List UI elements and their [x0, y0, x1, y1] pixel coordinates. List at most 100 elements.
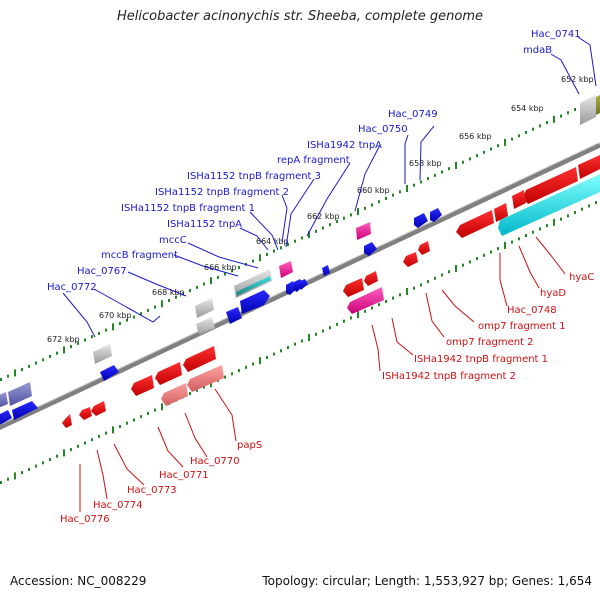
minor-tick	[350, 213, 352, 217]
gene-label: Hac_0770	[190, 456, 240, 467]
minor-tick	[546, 224, 548, 228]
minor-tick	[413, 286, 415, 290]
major-tick	[14, 472, 16, 480]
minor-tick	[532, 230, 534, 234]
minor-tick	[336, 322, 338, 326]
gene-arrow	[0, 392, 8, 408]
gene-arrow	[403, 252, 418, 267]
major-tick	[504, 241, 506, 249]
gene-label: Hac_0772	[47, 282, 97, 293]
minor-tick	[49, 458, 51, 461]
major-tick	[504, 138, 506, 146]
minor-tick	[7, 374, 9, 378]
minor-tick	[266, 355, 268, 359]
minor-tick	[511, 240, 513, 244]
minor-tick	[392, 296, 394, 300]
minor-tick	[315, 229, 317, 233]
gene-label: ISHa1152 tnpB fragment 2	[155, 187, 289, 198]
minor-tick	[329, 326, 331, 330]
gene-arrow	[498, 174, 600, 236]
gene-arrow	[418, 241, 430, 255]
minor-tick	[420, 283, 422, 287]
minor-tick	[574, 211, 576, 214]
forward-features	[0, 95, 600, 425]
minor-tick	[126, 318, 128, 322]
gene-arrow	[79, 407, 92, 420]
minor-tick	[385, 299, 387, 303]
minor-tick	[119, 322, 121, 325]
gene-arrow	[356, 222, 371, 240]
minor-tick	[70, 345, 72, 349]
forward-labels: Hac_0741 mdaB Hac_0749 Hac_0750 ISHa1942…	[47, 29, 581, 293]
forward-tick-track	[0, 98, 597, 381]
gene-label: ISHa1942 tnpB fragment 1	[414, 354, 548, 365]
minor-tick	[301, 236, 303, 240]
minor-tick	[294, 342, 296, 346]
gene-arrow	[300, 279, 308, 290]
minor-tick	[560, 114, 562, 118]
gene-arrow	[100, 365, 119, 381]
major-tick	[308, 334, 310, 342]
minor-tick	[420, 180, 422, 184]
gene-arrow	[364, 242, 377, 256]
accession-text: Accession: NC_008229	[10, 574, 147, 588]
minor-tick	[476, 154, 478, 158]
gene-label: hyaC	[569, 272, 594, 283]
major-tick	[357, 208, 359, 216]
minor-tick	[126, 421, 128, 425]
gene-label: ISHa1152 tnpA	[167, 219, 242, 230]
minor-tick	[154, 305, 156, 309]
scale-label: 664 kbp	[256, 237, 289, 246]
minor-tick	[196, 388, 198, 392]
minor-tick	[490, 147, 492, 151]
gene-label: mccC	[159, 235, 187, 246]
gene-arrow	[580, 95, 596, 125]
gene-label: Hac_0771	[159, 470, 209, 481]
gene-arrow	[364, 271, 378, 286]
minor-tick	[119, 425, 121, 428]
scale-label: 654 kbp	[511, 104, 544, 113]
minor-tick	[476, 257, 478, 261]
minor-tick	[294, 239, 296, 243]
gene-arrow	[161, 383, 188, 406]
minor-tick	[105, 328, 107, 332]
minor-tick	[280, 349, 282, 353]
minor-tick	[378, 303, 380, 307]
gene-arrow	[8, 382, 32, 406]
minor-tick	[574, 108, 576, 111]
minor-tick	[203, 282, 205, 286]
minor-tick	[434, 173, 436, 177]
minor-tick	[448, 167, 450, 171]
gene-arrow	[226, 307, 242, 324]
minor-tick	[497, 144, 499, 148]
minor-tick	[168, 299, 170, 302]
minor-tick	[434, 276, 436, 280]
gene-arrow	[279, 261, 293, 278]
minor-tick	[483, 253, 485, 257]
minor-tick	[42, 358, 44, 362]
minor-tick	[182, 292, 184, 296]
major-tick	[259, 254, 261, 262]
minor-tick	[287, 243, 289, 246]
gene-arrow	[183, 346, 216, 372]
minor-tick	[140, 312, 142, 316]
minor-tick	[525, 131, 527, 134]
minor-tick	[518, 134, 520, 138]
major-tick	[406, 185, 408, 192]
minor-tick	[532, 127, 534, 131]
minor-tick	[469, 260, 471, 264]
gene-arrow	[512, 190, 526, 209]
minor-tick	[315, 332, 317, 336]
minor-tick	[28, 467, 30, 471]
minor-tick	[364, 309, 366, 313]
scale-label: 662 kbp	[307, 212, 340, 221]
gene-label: Hac_0776	[60, 514, 110, 525]
gene-arrow	[347, 287, 384, 314]
minor-tick	[231, 269, 233, 273]
map-title: Helicobacter acinonychis str. Sheeba, co…	[116, 9, 483, 24]
minor-tick	[196, 285, 198, 289]
minor-tick	[399, 293, 401, 297]
gene-arrow	[93, 344, 112, 364]
gene-arrow	[12, 401, 38, 420]
